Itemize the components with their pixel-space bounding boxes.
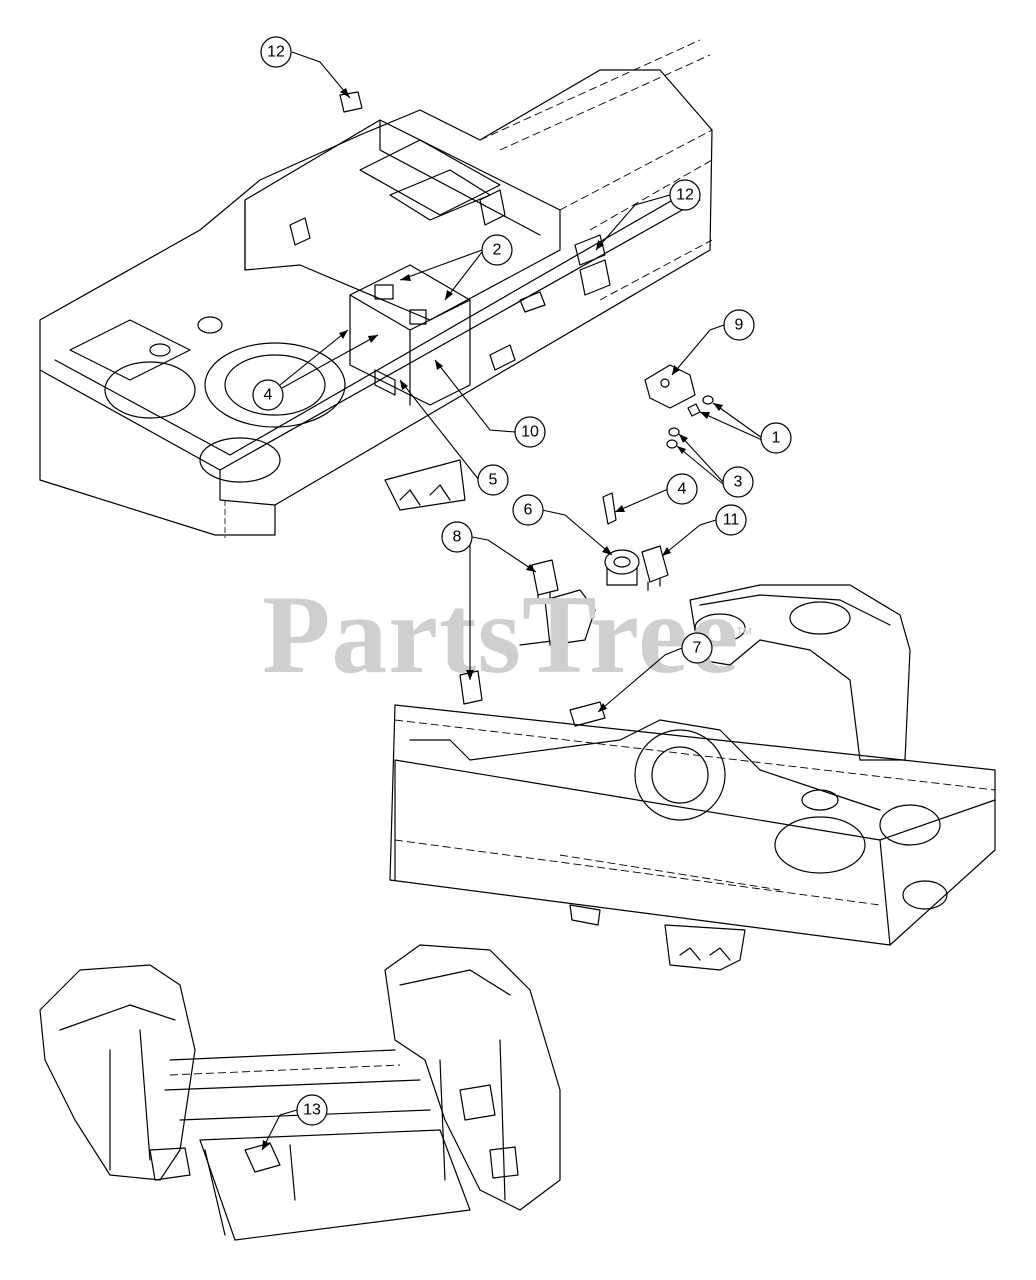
leader-lines (261, 51, 763, 1151)
watermark: PartsTree ™ (262, 573, 753, 697)
callout-4-left[interactable]: 4 (252, 379, 284, 411)
callout-label: 10 (521, 424, 539, 441)
callout-6[interactable]: 6 (512, 494, 544, 526)
callout-5[interactable]: 5 (477, 464, 509, 496)
callout-label: 13 (303, 1102, 321, 1119)
callout-label: 1 (772, 430, 781, 447)
callout-label: 4 (264, 387, 273, 404)
callout-12-top[interactable]: 12 (260, 36, 292, 68)
callout-8[interactable]: 8 (441, 521, 473, 553)
callout-4-mid[interactable]: 4 (666, 473, 698, 505)
callout-9[interactable]: 9 (723, 309, 755, 341)
watermark-trademark: ™ (735, 624, 753, 644)
callout-7[interactable]: 7 (681, 632, 713, 664)
callout-1[interactable]: 1 (760, 422, 792, 454)
callout-3[interactable]: 3 (722, 466, 754, 498)
top-frame-assembly (39, 39, 713, 538)
hardware-parts (244, 364, 714, 1173)
callout-label: 2 (493, 242, 502, 259)
callout-label: 8 (453, 529, 462, 546)
callout-label: 9 (735, 317, 744, 334)
callout-label: 12 (676, 187, 694, 204)
callout-label: 6 (524, 502, 533, 519)
callout-13[interactable]: 13 (296, 1094, 328, 1126)
callout-label: 3 (734, 474, 743, 491)
callout-label: 11 (723, 512, 740, 529)
callout-label: 5 (489, 472, 498, 489)
watermark-text: PartsTree (262, 573, 740, 697)
callout-11[interactable]: 11 (715, 504, 747, 536)
middle-fender-assembly (389, 584, 996, 971)
bottom-frame-assembly (39, 944, 561, 1241)
callout-12-right[interactable]: 12 (669, 179, 701, 211)
callout-label: 7 (693, 640, 702, 657)
callout-label: 4 (678, 481, 687, 498)
callout-2[interactable]: 2 (481, 234, 513, 266)
callout-10[interactable]: 10 (514, 416, 546, 448)
callout-label: 12 (267, 44, 285, 61)
